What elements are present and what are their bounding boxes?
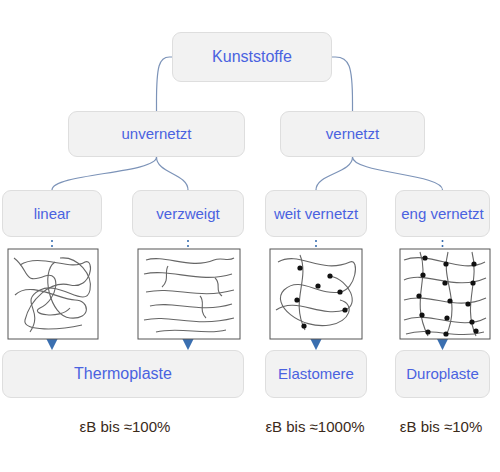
category-box: verzweigt bbox=[132, 190, 244, 237]
node-label: Thermoplaste bbox=[74, 365, 172, 383]
category-box: weit vernetzt bbox=[265, 190, 367, 237]
category-box: vernetzt bbox=[280, 111, 425, 157]
node-label: unvernetzt bbox=[121, 125, 191, 143]
node-label: vernetzt bbox=[326, 125, 379, 143]
category-box: eng vernetzt bbox=[395, 190, 490, 237]
node-label: weit vernetzt bbox=[274, 205, 358, 223]
elongation-note: εB bis ≈10% bbox=[382, 418, 500, 435]
node-label: eng vernetzt bbox=[401, 205, 484, 223]
class-box: Duroplaste bbox=[395, 350, 490, 398]
node-label: verzweigt bbox=[156, 205, 219, 223]
tree-branch bbox=[52, 157, 157, 190]
node-label: linear bbox=[34, 205, 71, 223]
category-box: linear bbox=[2, 190, 102, 237]
elongation-note: εB bis ≈1000% bbox=[245, 418, 385, 435]
root-box: Kunststoffe bbox=[172, 32, 332, 82]
tree-branch bbox=[157, 157, 189, 190]
class-box: Thermoplaste bbox=[2, 350, 244, 398]
class-box: Elastomere bbox=[265, 350, 367, 398]
tree-branch bbox=[332, 57, 353, 111]
node-label: Elastomere bbox=[278, 365, 354, 383]
tree-branch bbox=[316, 157, 353, 190]
node-label: Duroplaste bbox=[406, 365, 479, 383]
tree-branch bbox=[157, 57, 173, 111]
elongation-note: εB bis ≈100% bbox=[20, 418, 230, 435]
node-label: Kunststoffe bbox=[212, 48, 292, 66]
tree-branch bbox=[353, 157, 443, 190]
category-box: unvernetzt bbox=[68, 111, 245, 157]
